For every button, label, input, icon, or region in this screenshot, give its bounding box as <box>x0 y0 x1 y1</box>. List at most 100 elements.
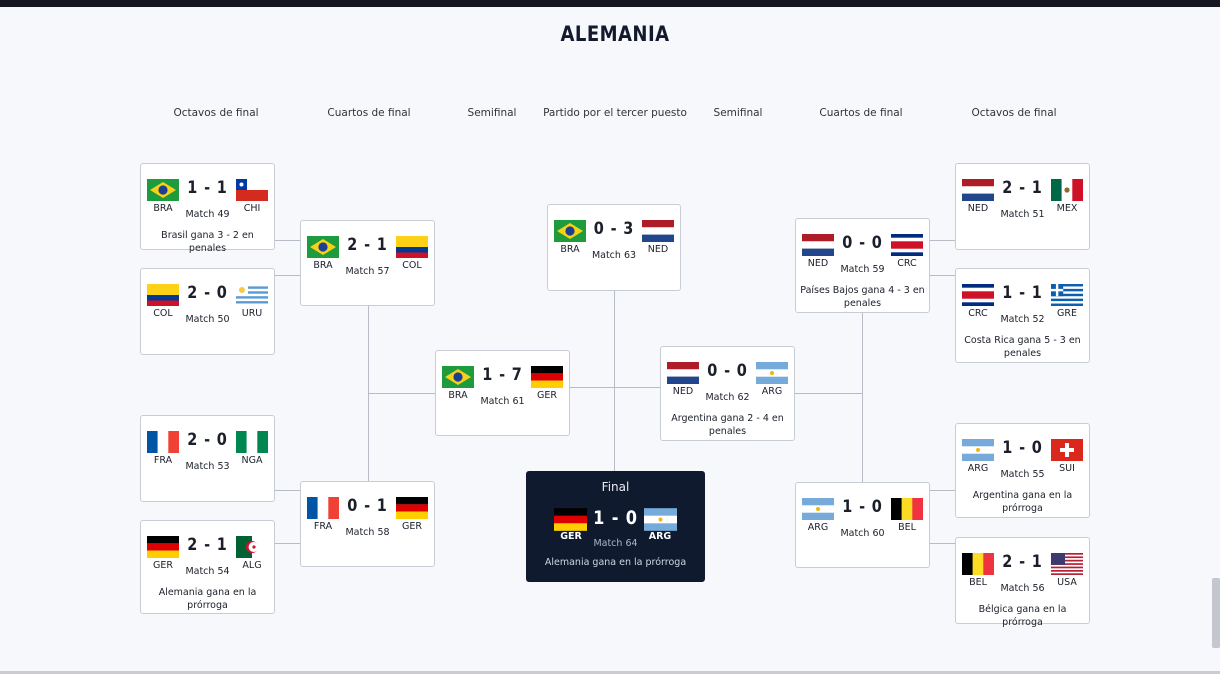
team-code: BRA <box>313 260 333 271</box>
round-label: Semifinal <box>467 107 517 119</box>
germany-flag-icon <box>531 366 563 388</box>
match-number: Match 61 <box>480 396 525 407</box>
france-flag-icon <box>147 431 179 453</box>
match-card-49[interactable]: 1 - 1 BRA CHI Match 49 Brasil gana 3 - 2… <box>140 163 275 254</box>
match-note: Argentina gana en la prórroga <box>972 490 1073 514</box>
score: 2 - 1 <box>347 235 388 255</box>
team-code: ALG <box>242 560 262 571</box>
brazil-flag-icon <box>147 179 179 201</box>
match-card-55[interactable]: 1 - 0 ARG SUI Match 55 Argentina gana en… <box>955 423 1090 518</box>
netherlands-flag-icon <box>667 362 699 384</box>
match-number: Match 55 <box>1000 469 1045 480</box>
score: 1 - 0 <box>593 507 638 529</box>
match-number: Match 57 <box>345 266 390 277</box>
score: 1 - 0 <box>842 497 883 517</box>
match-card-58[interactable]: 0 - 1 FRA GER Match 58 <box>300 481 435 567</box>
argentina-flag-icon <box>644 508 677 531</box>
match-card-56[interactable]: 2 - 1 BEL USA Match 56 Bélgica gana en l… <box>955 537 1090 628</box>
team-code: ARG <box>761 386 783 397</box>
team-code: FRA <box>153 455 173 466</box>
team-code: MEX <box>1056 203 1078 214</box>
score: 1 - 1 <box>1002 283 1043 303</box>
team-code: NED <box>807 258 829 269</box>
team-code: GER <box>560 531 582 542</box>
match-number: Match 60 <box>840 528 885 539</box>
match-card-54[interactable]: 2 - 1 GER ALG Match 54 Alemania gana en … <box>140 520 275 614</box>
bracket-line <box>930 543 955 544</box>
match-card-51[interactable]: 2 - 1 NED MEX Match 51 <box>955 163 1090 250</box>
page-title: ALEMANIA <box>560 22 670 46</box>
team-code: COL <box>402 260 422 271</box>
round-label: Octavos de final <box>971 107 1057 119</box>
team-code: SUI <box>1059 463 1075 474</box>
match-card-61[interactable]: 1 - 7 BRA GER Match 61 <box>435 350 570 436</box>
match-note: Alemania gana en la prórroga <box>158 587 257 611</box>
match-number: Match 64 <box>593 538 638 549</box>
score: 2 - 1 <box>1002 178 1043 198</box>
match-card-52[interactable]: 1 - 1 CRC GRE Match 52 Costa Rica gana 5… <box>955 268 1090 363</box>
match-number: Match 56 <box>1000 583 1045 594</box>
match-card-63[interactable]: 0 - 3 BRA NED Match 63 <box>547 204 681 291</box>
belgium-flag-icon <box>962 553 994 575</box>
argentina-flag-icon <box>756 362 788 384</box>
match-card-59[interactable]: 0 - 0 NED CRC Match 59 Países Bajos gana… <box>795 218 930 313</box>
bracket-line <box>930 240 955 241</box>
match-note: Bélgica gana en la prórroga <box>978 604 1067 628</box>
score: 0 - 3 <box>593 219 635 239</box>
bracket-line <box>930 490 955 491</box>
bracket-line <box>275 240 300 241</box>
team-code: FRA <box>313 521 333 532</box>
team-code: NED <box>672 386 694 397</box>
match-number: Match 50 <box>185 314 230 325</box>
uruguay-flag-icon <box>236 284 268 306</box>
match-note: Alemania gana en la prórroga <box>544 557 687 568</box>
bracket-line <box>930 275 955 276</box>
chile-flag-icon <box>236 179 268 201</box>
top-bar <box>0 0 1220 7</box>
match-number: Match 54 <box>185 566 230 577</box>
team-code: GER <box>402 521 422 532</box>
team-code: CRC <box>968 308 988 319</box>
argentina-flag-icon <box>962 439 994 461</box>
match-number: Match 52 <box>1000 314 1045 325</box>
costa-rica-flag-icon <box>962 284 994 306</box>
algeria-flag-icon <box>236 536 268 558</box>
argentina-flag-icon <box>802 498 834 520</box>
match-number: Match 49 <box>185 209 230 220</box>
costa-rica-flag-icon <box>891 234 923 256</box>
match-card-60[interactable]: 1 - 0 ARG BEL Match 60 <box>795 482 930 568</box>
team-code: BEL <box>898 522 916 533</box>
germany-flag-icon <box>147 536 179 558</box>
match-card-57[interactable]: 2 - 1 BRA COL Match 57 <box>300 220 435 306</box>
team-code: ARG <box>807 522 829 533</box>
round-label: Semifinal <box>713 107 763 119</box>
score: 1 - 1 <box>187 178 228 198</box>
match-card-53[interactable]: 2 - 0 FRA NGA Match 53 <box>140 415 275 502</box>
match-note: Brasil gana 3 - 2 en penales <box>161 230 254 254</box>
match-number: Match 58 <box>345 527 390 538</box>
bracket-line <box>275 275 300 276</box>
match-note: Costa Rica gana 5 - 3 en penales <box>964 335 1081 359</box>
switzerland-flag-icon <box>1051 439 1083 461</box>
match-card-62[interactable]: 0 - 0 NED ARG Match 62 Argentina gana 2 … <box>660 346 795 441</box>
bracket-line <box>795 393 862 394</box>
match-note: Países Bajos gana 4 - 3 en penales <box>800 285 925 309</box>
team-code: CRC <box>897 258 917 269</box>
match-number: Match 59 <box>840 264 885 275</box>
nigeria-flag-icon <box>236 431 268 453</box>
france-flag-icon <box>307 497 339 519</box>
colombia-flag-icon <box>396 236 428 258</box>
final-match-card[interactable]: Final 1 - 0 GER ARG Match 64 Alemania ga… <box>526 471 705 582</box>
score: 0 - 1 <box>347 496 388 516</box>
mexico-flag-icon <box>1051 179 1083 201</box>
score: 2 - 1 <box>1002 552 1043 572</box>
match-card-50[interactable]: 2 - 0 COL URU Match 50 <box>140 268 275 355</box>
team-code: USA <box>1057 577 1077 588</box>
team-code: NGA <box>241 455 263 466</box>
team-code: BRA <box>560 244 580 255</box>
scrollbar-thumb[interactable] <box>1212 578 1220 648</box>
netherlands-flag-icon <box>642 220 674 242</box>
score: 1 - 0 <box>1002 438 1043 458</box>
brazil-flag-icon <box>442 366 474 388</box>
team-code: BRA <box>153 203 173 214</box>
